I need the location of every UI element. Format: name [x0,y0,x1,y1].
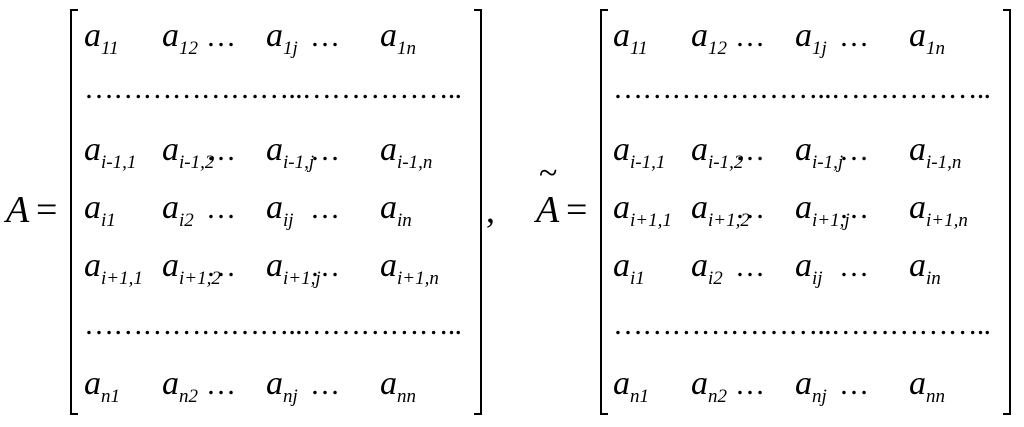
dots-row: …………………..…………….. [84,72,462,105]
matrix-element: ai+1,1 [613,189,672,231]
matrix-element: ai2 [162,189,194,231]
matrix-element: an2 [162,365,199,407]
left-equals-sign: = [36,189,57,231]
matrix-element: an1 [613,365,649,407]
dots-row: …………………..…………….. [613,72,991,105]
ellipsis: … [735,192,765,225]
ellipsis: … [735,250,765,283]
matrix-element: ai+1,1 [84,247,143,289]
ellipsis: … [735,134,765,167]
matrix-element: ai-1,1 [613,131,665,173]
ellipsis: … [310,250,340,283]
matrix-element: ann [909,365,945,407]
matrix-element: ai+1,n [909,189,968,231]
matrix-element: ain [380,189,412,231]
right-matrix-open-bracket [600,9,608,415]
right-matrix-name: A [533,189,560,231]
ellipsis: … [310,368,340,401]
matrix-element: ai-1,1 [84,131,136,173]
ellipsis: … [206,368,236,401]
matrix-element: ai-1,n [380,131,432,173]
left-matrix-open-bracket [70,9,78,415]
matrix-element: a12 [162,17,199,59]
matrix-element: an2 [691,365,728,407]
matrix-element: ai-1,j [266,131,314,173]
matrix-element: ai-1,n [909,131,961,173]
matrix-element: a11 [84,17,119,59]
matrix-element: a11 [613,17,648,59]
comma-separator: , [486,190,495,230]
matrix-element: a12 [691,17,728,59]
ellipsis: … [839,20,869,53]
right-matrix-tilde: ~ [539,155,557,192]
ellipsis: … [839,192,869,225]
matrix-element: ai2 [691,247,723,289]
dots-row: …………………..…………….. [613,308,991,341]
ellipsis: … [839,250,869,283]
matrix-element: aij [795,247,823,289]
matrix-element: ain [909,247,941,289]
matrix-element: a1n [909,17,945,59]
matrix-element: ai+1,n [380,247,439,289]
matrix-element: ai+1,j [266,247,321,289]
matrix-element: ann [380,365,416,407]
matrix-element: ai1 [84,189,116,231]
ellipsis: … [206,192,236,225]
matrix-element: ai-1,j [795,131,843,173]
matrix-element: a1n [380,17,416,59]
matrix-element: anj [266,365,298,407]
ellipsis: … [735,20,765,53]
ellipsis: … [839,134,869,167]
matrix-element: anj [795,365,827,407]
ellipsis: … [735,368,765,401]
matrix-element: ai1 [613,247,645,289]
right-equals-sign: = [566,189,587,231]
matrix-element: aij [266,189,294,231]
ellipsis: … [310,192,340,225]
dots-row: …………………..…………….. [84,308,462,341]
ellipsis: … [310,134,340,167]
left-matrix-name: A [3,189,30,231]
ellipsis: … [310,20,340,53]
matrix-element: ai+1,2 [691,189,750,231]
ellipsis: … [839,368,869,401]
ellipsis: … [206,20,236,53]
left-matrix-close-bracket [474,9,482,415]
ellipsis: … [206,134,236,167]
ellipsis: … [206,250,236,283]
matrix-element: an1 [84,365,120,407]
matrix-element: a1j [266,17,298,59]
right-matrix-close-bracket [1003,9,1011,415]
matrix-element: a1j [795,17,827,59]
